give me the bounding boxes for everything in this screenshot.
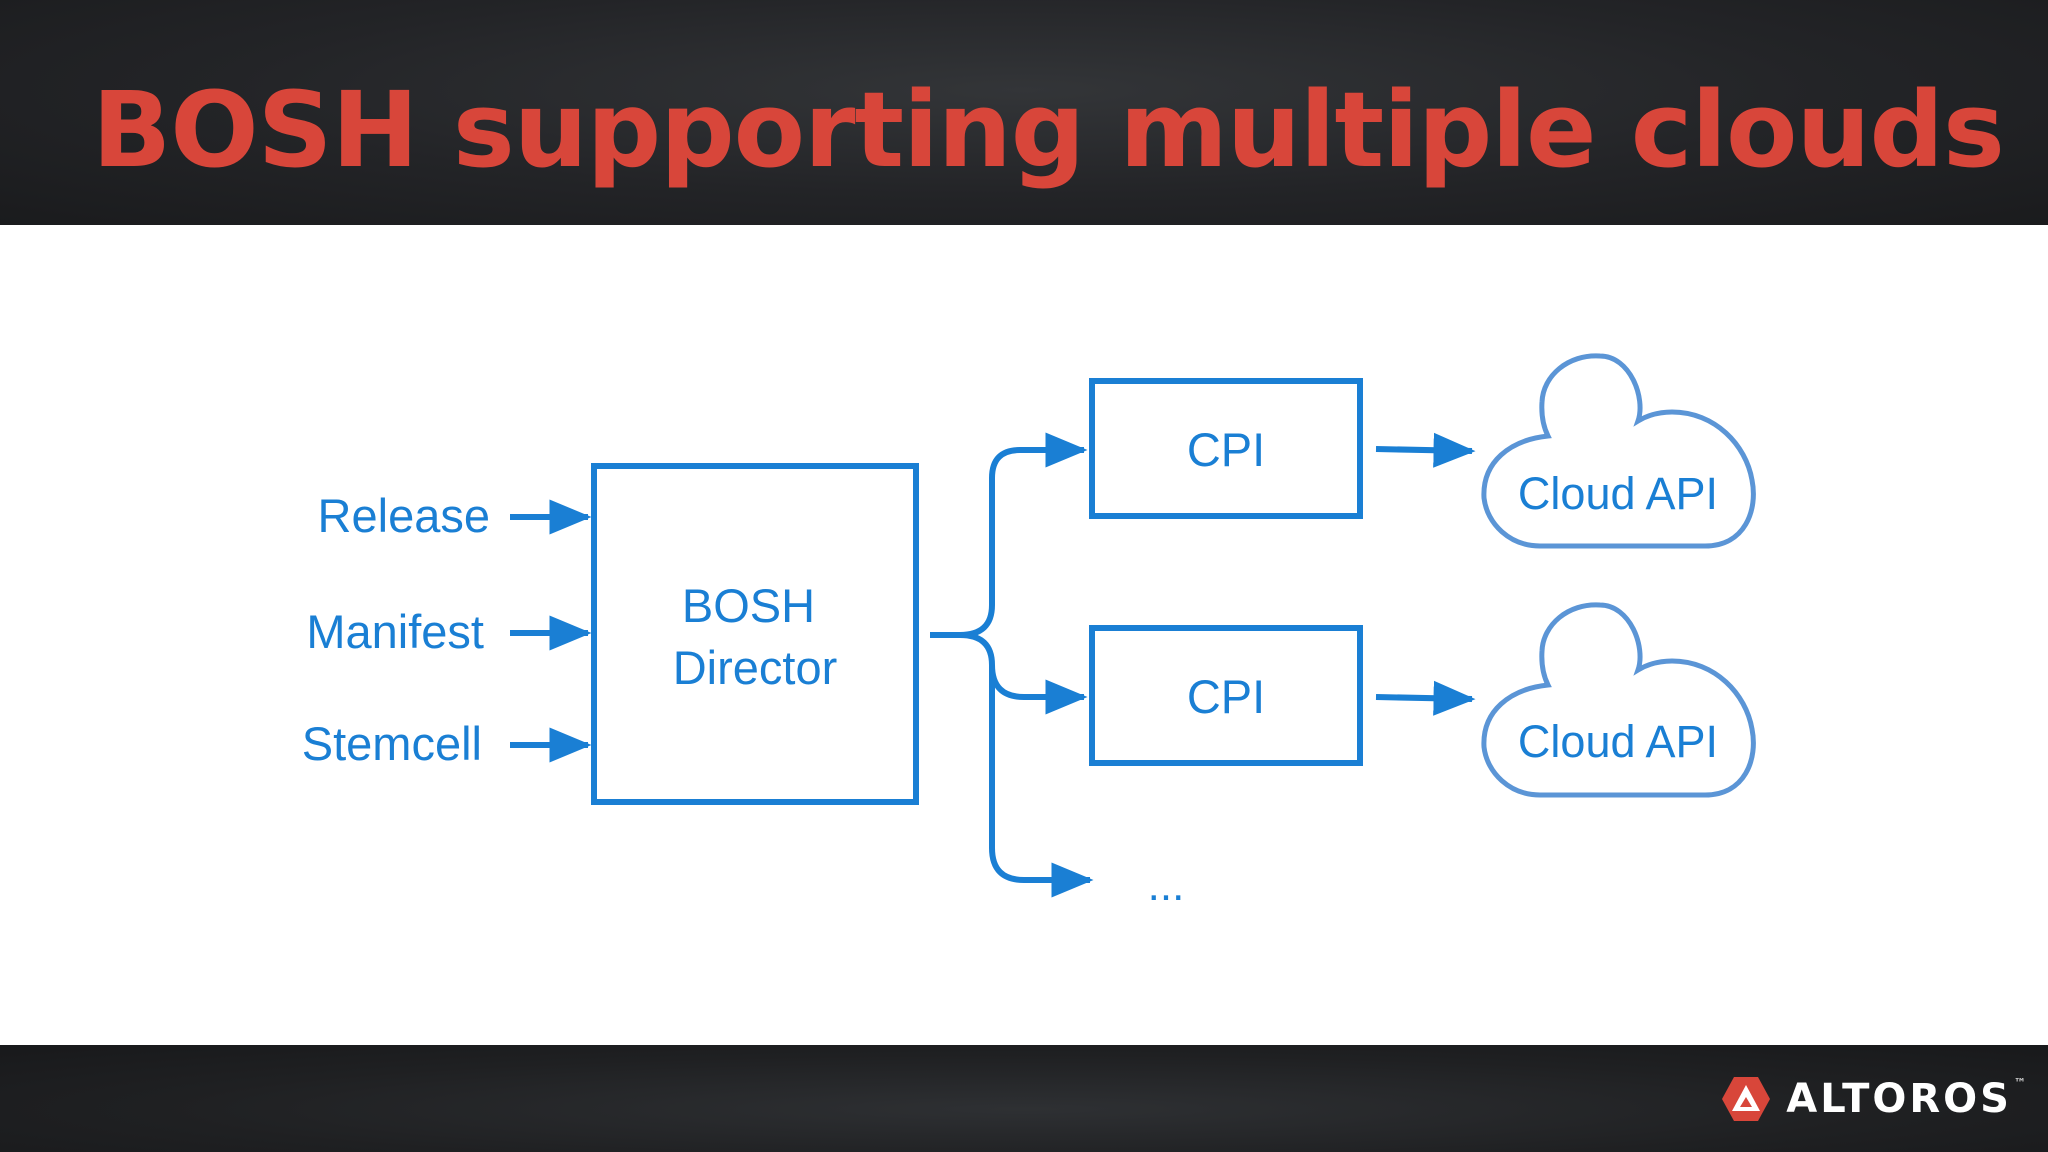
director-label-line1: BOSH [682, 579, 815, 632]
diagram-svg: Release Manifest Stemcell BOSH Director … [302, 353, 1756, 910]
title-bar: BOSH supporting multiple clouds [0, 0, 2048, 225]
director-box [591, 463, 919, 805]
cpi-box-1 [1089, 378, 1363, 519]
cloud-label-2: Cloud API [1518, 716, 1718, 767]
cpi-box-2 [1089, 625, 1363, 766]
altoros-logo-icon [1722, 1077, 1771, 1121]
input-label-stemcell: Stemcell [302, 717, 482, 770]
input-label-release: Release [318, 489, 490, 542]
input-label-manifest: Manifest [306, 605, 484, 658]
cpi-arrow-1 [1375, 432, 1476, 468]
branch-brace-point [959, 632, 995, 666]
diagram-area: Release Manifest Stemcell BOSH Director … [0, 225, 2048, 1045]
brand-trademark: ™ [2014, 1076, 2026, 1090]
cpi-label-2: CPI [1187, 670, 1265, 723]
more-ellipsis: ... [1148, 861, 1185, 910]
cpi-arrow-2 [1375, 680, 1476, 716]
branch-connector [930, 447, 1085, 883]
director-label: BOSH Director [673, 579, 838, 694]
brand-name-text: ALTOROS [1786, 1076, 2012, 1122]
director-label-line2: Director [673, 641, 838, 694]
slide-title: BOSH supporting multiple clouds [92, 69, 2005, 191]
cloud-icon-2 [1481, 602, 1756, 798]
cloud-icon-1 [1481, 353, 1756, 549]
cpi-label-1: CPI [1187, 423, 1265, 476]
cloud-label-1: Cloud API [1518, 468, 1718, 519]
